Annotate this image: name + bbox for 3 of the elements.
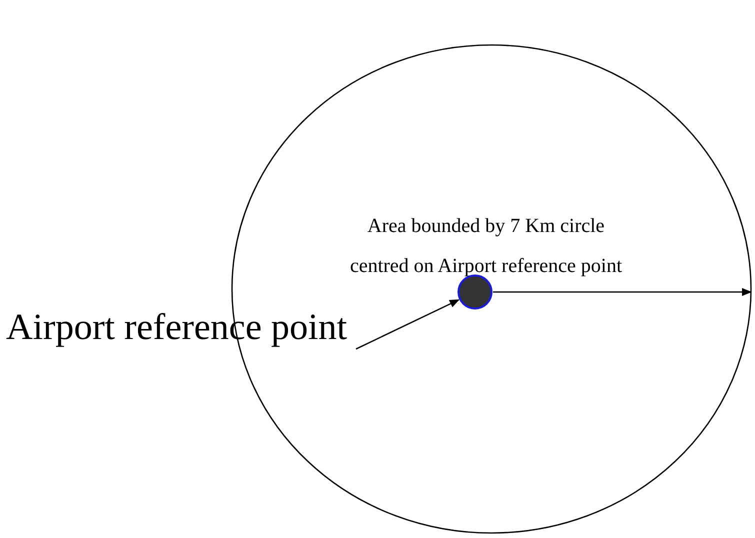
area-description: Area bounded by 7 Km circle centred on Airport reference point	[348, 214, 624, 279]
leader-line	[356, 299, 460, 350]
arrow	[493, 288, 752, 296]
